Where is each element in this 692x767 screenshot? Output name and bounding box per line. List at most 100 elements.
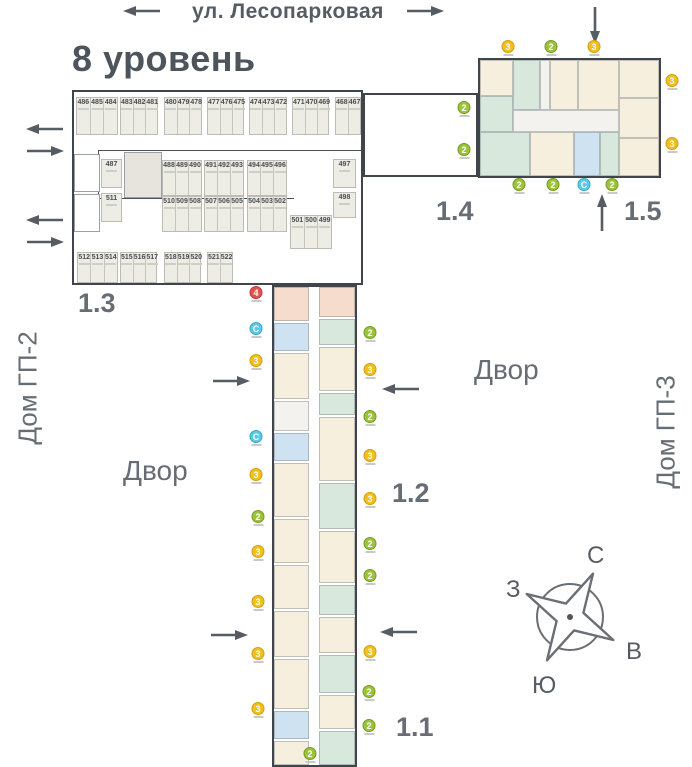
parking-spot[interactable]: 496 xyxy=(274,161,286,195)
parking-spot[interactable]: 506 xyxy=(218,197,231,231)
apartment-badge[interactable]: 3 xyxy=(665,74,679,90)
parking-spot[interactable]: 501 xyxy=(291,216,305,248)
parking-spot[interactable]: 500 xyxy=(305,216,319,248)
apartment-badge[interactable]: 3 xyxy=(363,449,377,465)
parking-spot[interactable]: 512 xyxy=(78,253,92,282)
apartment-badge[interactable]: 3 xyxy=(249,468,263,484)
parking-spot[interactable]: 477 xyxy=(208,98,221,134)
parking-spot[interactable]: 488 xyxy=(163,161,176,195)
parking-spot[interactable]: 504 xyxy=(248,197,261,231)
parking-spot[interactable]: 481 xyxy=(146,98,158,134)
apartment-badge[interactable]: 3 xyxy=(251,702,265,718)
parking-spot[interactable]: 516 xyxy=(134,253,147,282)
parking-spot[interactable]: 521 xyxy=(208,253,221,282)
parking-spot[interactable]: 520 xyxy=(190,253,202,282)
apartment-badge[interactable]: 2 xyxy=(363,537,377,553)
apartment-badge[interactable]: 3 xyxy=(501,40,515,56)
apartment-badge[interactable]: 2 xyxy=(363,326,377,342)
apartment-badge[interactable]: С xyxy=(577,178,591,194)
parking-spot-number: 501 xyxy=(291,217,304,224)
parking-spot[interactable]: 497 xyxy=(334,160,355,187)
parking-spot[interactable]: 472 xyxy=(275,98,287,134)
parking-spot[interactable]: 495 xyxy=(261,161,274,195)
apartment-badge[interactable]: 3 xyxy=(363,492,377,508)
apartment-badge[interactable]: 3 xyxy=(249,354,263,370)
parking-spot[interactable]: 517 xyxy=(146,253,158,282)
apartment-badge[interactable]: 2 xyxy=(363,569,377,585)
parking-spot[interactable]: 499 xyxy=(318,216,331,248)
parking-spot[interactable]: 467 xyxy=(349,98,360,134)
apartment-badge[interactable]: 3 xyxy=(587,40,601,56)
parking-spot[interactable]: 503 xyxy=(261,197,274,231)
parking-spot[interactable]: 507 xyxy=(205,197,218,231)
parking-spot[interactable]: 511 xyxy=(102,194,121,221)
section-label-1-3: 1.3 xyxy=(78,288,116,318)
parking-spot[interactable]: 474 xyxy=(250,98,263,134)
parking-spot[interactable]: 522 xyxy=(221,253,232,282)
parking-spot[interactable]: 518 xyxy=(165,253,178,282)
apartment-badge[interactable]: 4 xyxy=(249,286,263,302)
parking-spot[interactable]: 493 xyxy=(231,161,243,195)
apartment-badge[interactable]: С xyxy=(249,430,263,446)
street-name: ул. Лесопарковая xyxy=(192,0,384,23)
parking-spot[interactable]: 483 xyxy=(121,98,134,134)
parking-spot[interactable]: 469 xyxy=(318,98,330,134)
apartment-badge[interactable]: 2 xyxy=(362,719,376,735)
apartment-badge[interactable]: 2 xyxy=(457,101,471,117)
parking-spot[interactable]: 470 xyxy=(306,98,319,134)
parking-spot[interactable]: 480 xyxy=(165,98,178,134)
parking-spot-size-text xyxy=(189,171,201,173)
parking-spot[interactable]: 484 xyxy=(104,98,117,134)
parking-spot[interactable]: 473 xyxy=(263,98,276,134)
apartment-badge[interactable]: 2 xyxy=(303,747,317,763)
building-1-4-1-5 xyxy=(478,58,661,178)
parking-spot[interactable]: 510 xyxy=(163,197,176,231)
parking-spot[interactable]: 490 xyxy=(189,161,201,195)
apartment-badge[interactable]: 3 xyxy=(251,545,265,561)
apartment-badge[interactable]: 2 xyxy=(544,40,558,56)
parking-spot[interactable]: 489 xyxy=(176,161,189,195)
parking-spot-size-text xyxy=(121,263,133,265)
parking-spot[interactable]: 478 xyxy=(190,98,202,134)
parking-spot[interactable]: 514 xyxy=(105,253,117,282)
apartment-badge[interactable]: 3 xyxy=(665,137,679,153)
parking-spot[interactable]: 491 xyxy=(205,161,218,195)
parking-spot[interactable]: 502 xyxy=(274,197,286,231)
parking-spot[interactable]: 471 xyxy=(293,98,306,134)
parking-spot[interactable]: 479 xyxy=(178,98,191,134)
apartment-badge[interactable]: 2 xyxy=(546,178,560,194)
apartment-badge[interactable]: 2 xyxy=(605,178,619,194)
parking-spot[interactable]: 519 xyxy=(178,253,191,282)
parking-spot[interactable]: 476 xyxy=(221,98,234,134)
apartment-badge[interactable]: 2 xyxy=(362,685,376,701)
parking-spot-number: 506 xyxy=(218,198,230,205)
apartment-badge[interactable]: 2 xyxy=(512,178,526,194)
apartment-badge[interactable]: 2 xyxy=(457,143,471,159)
apartment-unit xyxy=(319,731,355,765)
apartment-badge[interactable]: 3 xyxy=(363,363,377,379)
parking-spot-number: 496 xyxy=(274,162,286,169)
apartment-badge[interactable]: 3 xyxy=(363,645,377,661)
parking-spot[interactable]: 494 xyxy=(248,161,261,195)
parking-spot-size-text xyxy=(208,263,220,265)
parking-spot[interactable]: 509 xyxy=(176,197,189,231)
parking-spot[interactable]: 508 xyxy=(189,197,201,231)
parking-spot[interactable]: 498 xyxy=(334,193,355,217)
parking-spot[interactable]: 468 xyxy=(336,98,349,134)
parking-spot[interactable]: 492 xyxy=(218,161,231,195)
apartment-badge[interactable]: 2 xyxy=(251,510,265,526)
parking-spot[interactable]: 505 xyxy=(231,197,243,231)
parking-spot[interactable]: 515 xyxy=(121,253,134,282)
apartment-badge[interactable]: 3 xyxy=(251,595,265,611)
apartment-badge[interactable]: 2 xyxy=(363,410,377,426)
parking-spot[interactable]: 485 xyxy=(91,98,105,134)
parking-spot[interactable]: 482 xyxy=(134,98,147,134)
apartment-badge[interactable]: 3 xyxy=(251,647,265,663)
parking-spot[interactable]: 486 xyxy=(77,98,91,134)
parking-spot[interactable]: 487 xyxy=(102,160,121,187)
apartment-badge[interactable]: С xyxy=(249,322,263,338)
apartment-badge-area-text xyxy=(253,524,263,526)
parking-spot[interactable]: 475 xyxy=(233,98,245,134)
parking-spot[interactable]: 513 xyxy=(91,253,105,282)
